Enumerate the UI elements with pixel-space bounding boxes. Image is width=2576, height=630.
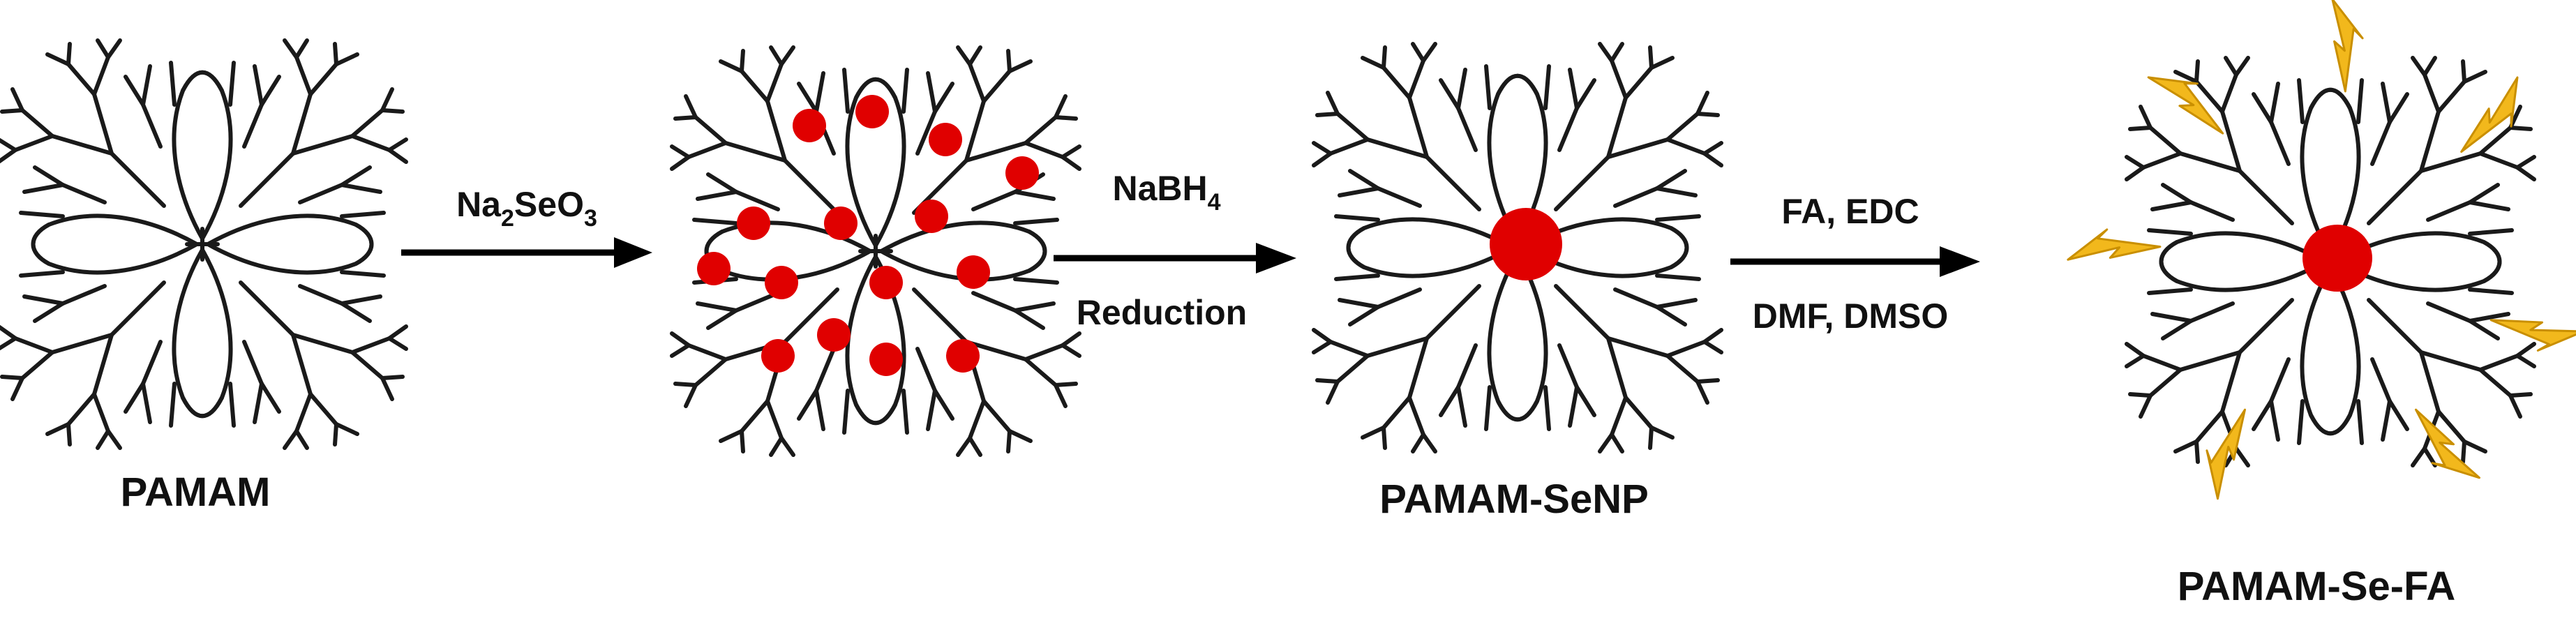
folate-bolt — [2147, 54, 2234, 148]
folate-bolt — [2446, 76, 2540, 163]
se-dot — [869, 266, 903, 299]
reagent-fa-edc: FA, EDC — [1781, 192, 1919, 231]
label-pamam-se-fa: PAMAM-Se-FA — [2178, 564, 2455, 609]
se-dot — [824, 207, 858, 240]
reaction-arrow-3: FA, EDC DMF, DMSO — [1730, 192, 1980, 336]
label-pamam: PAMAM — [121, 470, 271, 515]
se-dot — [855, 95, 889, 128]
se-dot — [1005, 156, 1039, 190]
se-dot — [793, 109, 826, 142]
pamam-senp-dendrimer — [1314, 44, 1721, 451]
reaction-arrow-1: Na2SeO3 — [401, 185, 652, 268]
se-loaded-dendrimer — [672, 47, 1079, 455]
label-pamam-senp: PAMAM-SeNP — [1379, 477, 1649, 522]
folate-bolt — [2485, 299, 2576, 364]
selenium-dots — [697, 95, 1039, 376]
reagent-na2seo3: Na2SeO3 — [456, 185, 597, 232]
se-dot — [737, 207, 770, 240]
folate-bolt — [2067, 225, 2163, 269]
reaction-arrow-2: NaBH4 Reduction — [1054, 169, 1296, 332]
se-dot — [946, 339, 980, 373]
se-dot — [817, 318, 851, 352]
pamam-dendrimer — [0, 40, 406, 448]
se-nanoparticle — [2302, 225, 2372, 292]
pamam-se-fa-dendrimer — [2067, 0, 2576, 500]
solvent-dmf-dmso: DMF, DMSO — [1753, 297, 1949, 336]
se-nanoparticle — [1490, 208, 1562, 280]
se-dot — [697, 252, 731, 285]
se-dot — [869, 343, 903, 376]
se-dot — [765, 266, 798, 299]
reagent-nabh4: NaBH4 — [1112, 169, 1220, 216]
folate-bolt — [2323, 0, 2367, 94]
condition-reduction: Reduction — [1077, 293, 1247, 332]
se-dot — [761, 339, 795, 373]
se-dot — [929, 123, 962, 156]
se-dot — [957, 255, 990, 289]
se-dot — [915, 200, 948, 233]
